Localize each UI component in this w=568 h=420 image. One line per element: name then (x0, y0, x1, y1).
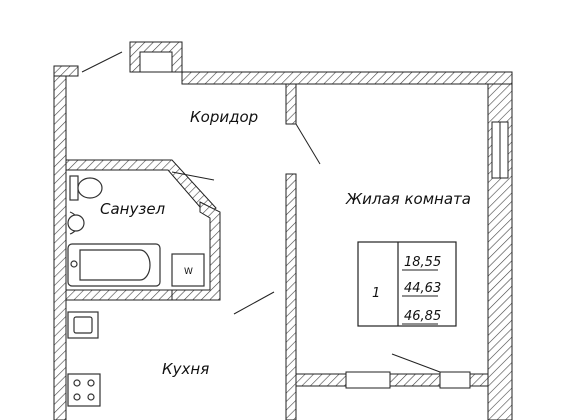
kitchen-sink-icon (67, 311, 99, 339)
stove-icon (67, 373, 101, 407)
washer-label: W (184, 267, 193, 277)
corridor-label: Коридор (190, 108, 258, 126)
left-wall (53, 75, 67, 420)
total-with-balcony-value: 46,85 (404, 309, 441, 324)
partition-upper (285, 83, 297, 125)
entrance-wall-left (53, 65, 79, 77)
total-area-value: 44,63 (404, 281, 441, 296)
living-room-label: Жилая комната (345, 190, 471, 208)
living-top-wall (181, 71, 513, 85)
bathroom-label: Санузел (100, 200, 166, 218)
room-count: 1 (372, 286, 380, 301)
washing-machine-icon (171, 253, 205, 287)
bathroom-bottom-wall (65, 289, 173, 301)
partition-lower (285, 173, 297, 420)
balcony-openings (345, 371, 471, 389)
sink-icon (67, 211, 85, 235)
door-lines (81, 51, 441, 373)
bathtub-icon (67, 243, 161, 287)
toilet-icon (69, 175, 103, 201)
window-right (491, 121, 509, 179)
area-info-box (357, 241, 457, 327)
kitchen-label: Кухня (162, 360, 209, 378)
living-area-value: 18,55 (404, 255, 441, 270)
exterior-walls (53, 41, 513, 420)
